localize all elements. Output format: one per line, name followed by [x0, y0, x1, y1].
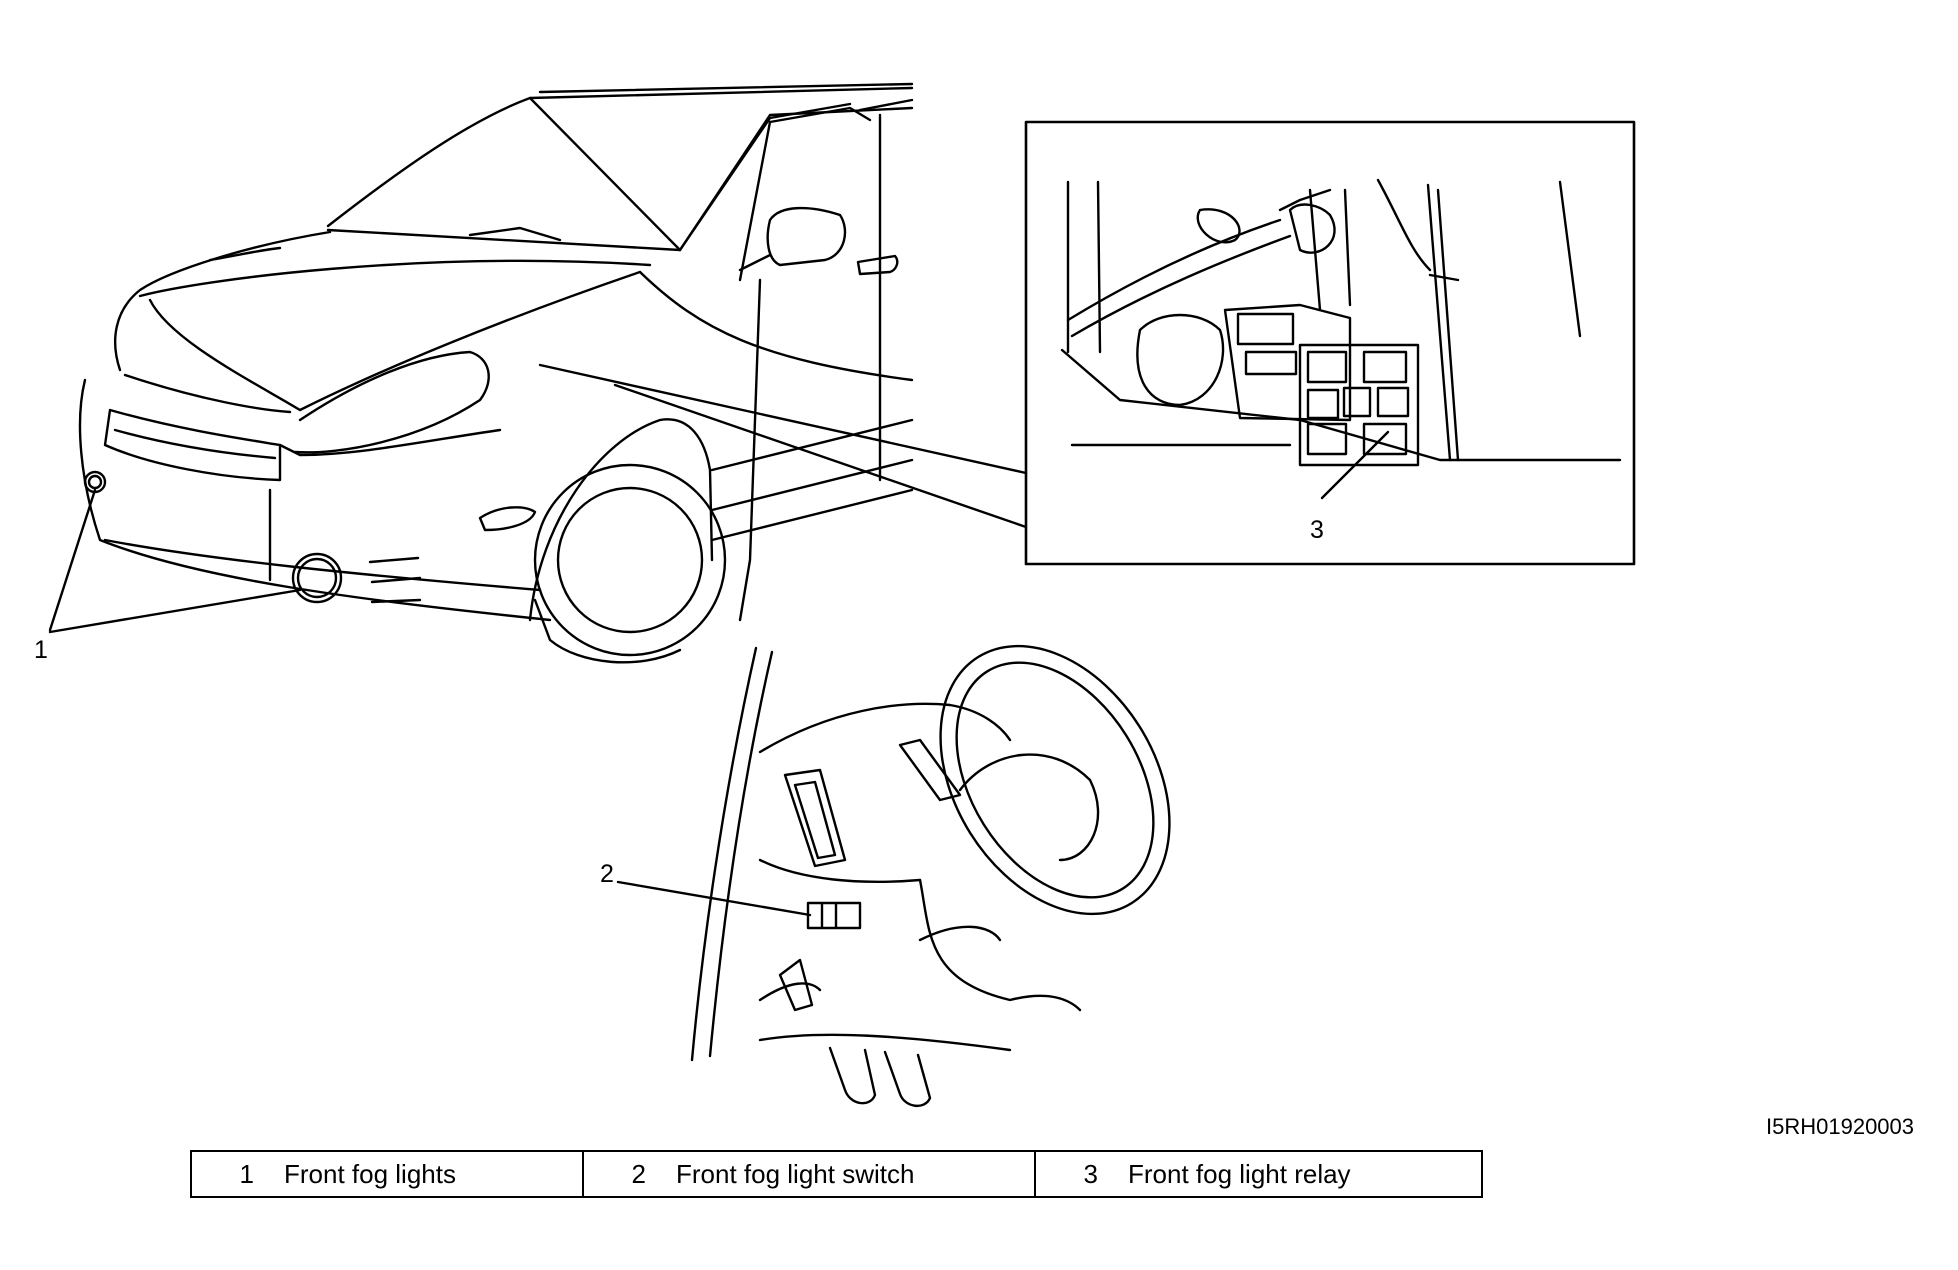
legend-cell-3: 3 Front fog light relay [1034, 1150, 1483, 1198]
legend-text: Front fog light switch [676, 1158, 915, 1189]
relay-inset [1024, 120, 1636, 566]
legend-number: 2 [631, 1158, 646, 1189]
legend-number: 3 [1083, 1158, 1098, 1189]
legend-row: 1 Front fog lights 2 Front fog light switc… [190, 1150, 1483, 1198]
document-code: I5RH01920003 [1766, 1114, 1915, 1139]
legend-cell-1: 1 Front fog lights [190, 1150, 584, 1198]
dashboard-illustration [616, 644, 1171, 1107]
callout-1-leaders [48, 488, 302, 634]
inset-leader-lines [538, 363, 1028, 529]
callout-1-label: 1 [34, 636, 48, 664]
legend-table: 1 Front fog lights 2 Front fog light switc… [190, 1150, 1483, 1198]
legend-cell-2: 2 Front fog light switch [582, 1150, 1036, 1198]
legend-text: Front fog lights [284, 1158, 456, 1189]
callout-2-label: 2 [600, 860, 614, 888]
legend-text: Front fog light relay [1128, 1158, 1351, 1189]
callout-3-label: 3 [1310, 516, 1324, 544]
car-illustration [78, 82, 914, 664]
legend-number: 1 [239, 1158, 254, 1189]
